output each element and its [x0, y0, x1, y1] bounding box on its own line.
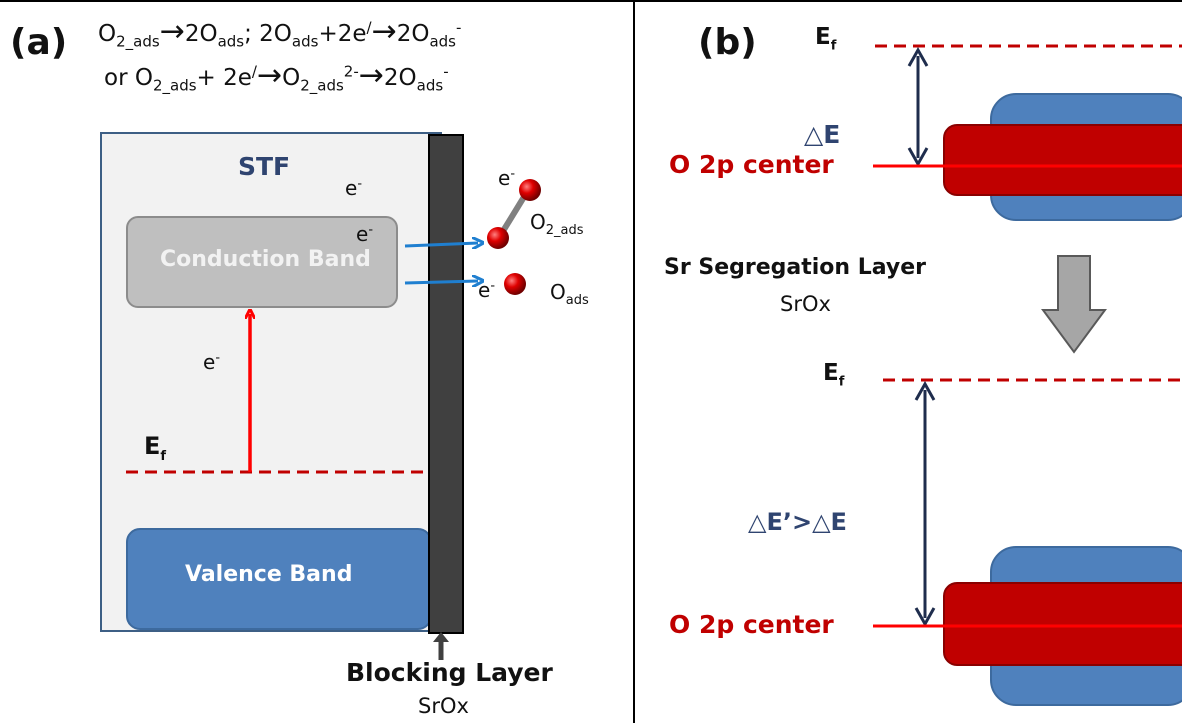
conduction-band-label: Conduction Band: [160, 247, 371, 272]
delta-e-arrow-head-bottom: [907, 147, 929, 168]
reaction-equation-2: or O2_ads+ 2e/→O2_ads2-→2Oads-: [104, 58, 449, 95]
electron-label-3: e-: [203, 350, 221, 374]
o2p-band-red-bottom: [943, 582, 1182, 666]
panel-a-label: (a): [10, 22, 68, 63]
o2-ads-label: O2_ads: [530, 210, 584, 238]
fermi-level-label-bottom: Ef: [823, 360, 845, 390]
electron-transfer-arrow-1: [404, 243, 478, 246]
blocking-layer-label: Blocking Layer: [346, 658, 553, 687]
delta-e-prime-arrow-head-bottom: [914, 607, 936, 628]
electron-label-1: e-: [345, 176, 363, 200]
reaction-equation-1: O2_ads→2Oads; 2Oads+2e/→2Oads-: [98, 14, 462, 51]
o2p-center-label-bottom: O 2p center: [669, 610, 834, 639]
segregation-layer-sublabel: SrOx: [780, 292, 831, 316]
electron-label-2: e-: [356, 222, 374, 246]
fermi-level-label-a: Ef: [144, 432, 167, 464]
top-border: [0, 0, 1182, 2]
o-ads-label: Oads: [550, 280, 589, 308]
conduction-band: [126, 216, 398, 308]
o2p-band-red-top: [943, 124, 1182, 196]
electron-label-4: e-: [498, 166, 516, 190]
valence-band: [126, 528, 432, 630]
valence-band-label: Valence Band: [185, 562, 353, 587]
o2-atom-upper: [519, 179, 541, 201]
electron-transfer-arrow-2: [404, 281, 478, 283]
delta-e-prime-label: △E’>△E: [748, 508, 847, 536]
delta-e-arrow-head-top: [907, 46, 929, 67]
blocking-layer-sublabel: SrOx: [418, 694, 469, 718]
transition-down-arrow: [1041, 255, 1107, 354]
o2-bond: [497, 190, 530, 238]
segregation-layer-label: Sr Segregation Layer: [664, 255, 927, 280]
panel-b-label: (b): [698, 22, 757, 63]
o2p-center-label-top: O 2p center: [669, 150, 834, 179]
fermi-level-label-top: Ef: [815, 24, 837, 54]
o-ads-atom: [504, 273, 526, 295]
blocking-layer: [428, 134, 464, 634]
blocking-layer-pointer-head: [433, 632, 449, 642]
panel-divider: [633, 0, 635, 723]
o2-atom-lower: [487, 227, 509, 249]
delta-e-prime-arrow-head-top: [914, 380, 936, 401]
delta-e-label: △E: [804, 120, 841, 149]
stf-label: STF: [238, 152, 291, 181]
